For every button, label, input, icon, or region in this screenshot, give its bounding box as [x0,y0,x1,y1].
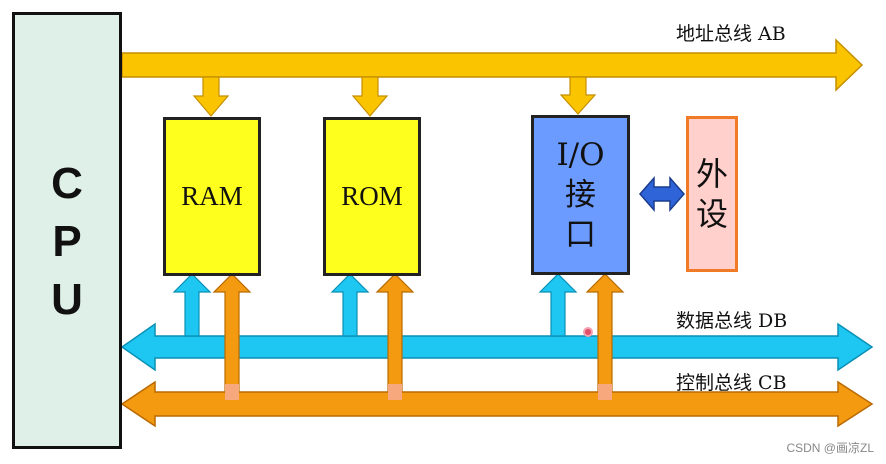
io-address-connector [559,76,597,115]
cpu-label-line: P [52,217,82,266]
cpu-block: C P U [12,12,122,449]
io-peripheral-bidirectional-arrow [639,176,685,212]
rom-control-junction [388,384,402,400]
io-interface-label: I/O 接 口 [556,135,604,255]
rom-address-connector [351,76,389,117]
ram-control-junction [225,384,239,400]
rom-control-connector [375,273,415,393]
io-control-junction [598,384,612,400]
ram-data-connector [172,273,212,337]
rom-data-connector [330,273,370,337]
io-data-connector [538,273,578,337]
cpu-label: C P U [15,155,119,329]
peripheral-block: 外 设 [686,116,738,272]
pointer-dot [583,327,593,337]
io-label-line: 接 [564,177,596,213]
cpu-label-line: C [51,159,83,208]
io-label-line: 口 [564,217,596,253]
watermark: CSDN @画凉ZL [786,441,874,455]
ram-address-connector [192,76,230,117]
address-bus-arrow [121,38,864,92]
peripheral-label: 外 设 [696,154,728,234]
data-bus-label: 数据总线 DB [676,310,788,332]
io-interface-block: I/O 接 口 [531,115,630,275]
io-control-connector [585,273,625,393]
peripheral-label-line: 设 [695,195,728,233]
address-bus-label: 地址总线 AB [676,23,786,45]
control-bus-arrow [120,380,874,428]
rom-block: ROM [323,117,421,276]
cpu-label-line: U [51,275,83,324]
data-bus-arrow [120,322,874,372]
io-label-line: I/O [556,137,605,173]
rom-label: ROM [341,181,403,211]
peripheral-label-line: 外 [695,155,728,193]
ram-block: RAM [163,117,261,276]
ram-control-connector [212,273,252,393]
ram-label: RAM [181,181,243,211]
control-bus-label: 控制总线 CB [676,372,787,394]
